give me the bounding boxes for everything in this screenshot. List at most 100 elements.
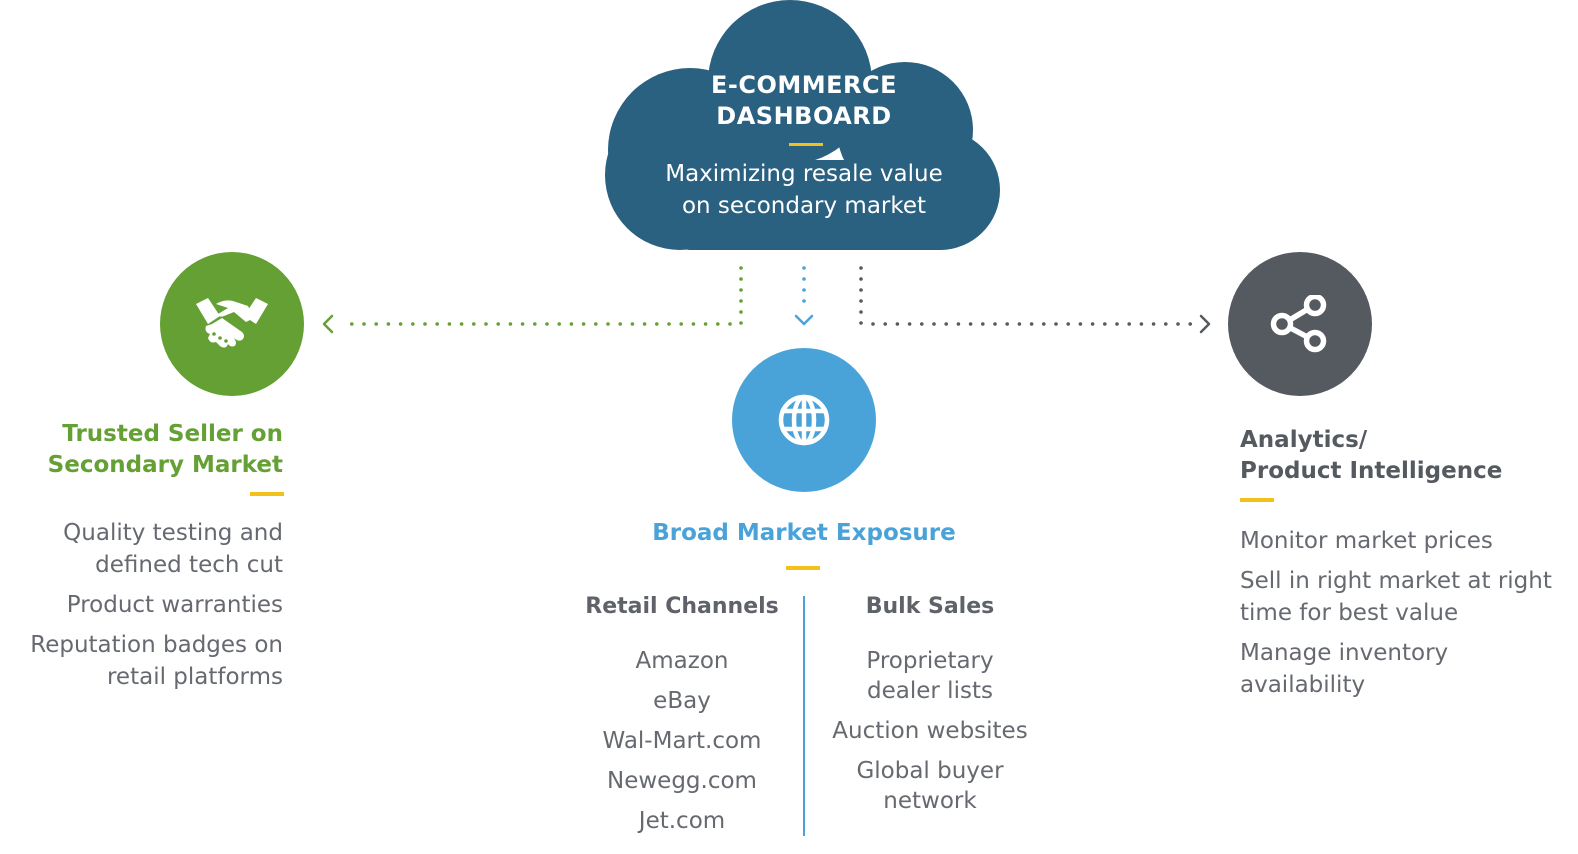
connector-dot [859,310,863,314]
connector-dot [423,322,427,326]
list-item: Amazon [635,648,729,674]
arrow-left-icon [322,314,334,334]
connector-dot [1066,322,1070,326]
connector-dot [871,322,875,326]
connector-dot [932,322,936,326]
analytics-list: Monitor market prices Sell in right mark… [1240,525,1576,709]
market-exposure-heading: Broad Market Exposure [652,520,956,546]
cloud-title-line-2: DASHBOARD [716,102,892,130]
connector-dot [859,277,863,281]
connector-dot [350,322,354,326]
connector-dot [667,322,671,326]
cloud-title-underline [789,143,823,146]
analytics-circle [1228,252,1372,396]
connector-dot [606,322,610,326]
arrow-down-icon [794,314,814,326]
connector-dot [802,288,806,292]
list-item: Product warranties [66,592,283,618]
cloud-title: E-COMMERCE DASHBOARD [654,70,954,132]
trusted-seller-heading: Trusted Seller on Secondary Market [48,419,283,481]
trusted-seller-circle [160,252,304,396]
connector-dot [716,322,720,326]
list-item: Manage inventory availability [1240,640,1449,698]
connector-dot [1139,322,1144,326]
connector-dot [374,322,379,326]
connector-dot [802,266,806,270]
connector-dot [1164,322,1168,326]
connector-dot [907,322,912,326]
connector-dot [703,322,708,326]
list-item: Monitor market prices [1240,528,1493,554]
list-item: Quality testing and defined tech cut [63,520,283,578]
trusted-seller-list: Quality testing and defined tech cut Pro… [30,517,283,701]
connector-dot [1078,322,1083,326]
connector-dot [1017,322,1022,326]
connector-dot [859,299,863,303]
connector-dot [679,322,683,326]
connector-dot [447,322,452,326]
analytics-heading: Analytics/ Product Intelligence [1240,425,1502,487]
connector-dot [411,322,415,326]
connector-dot [569,322,574,326]
connector-dot [508,322,513,326]
analytics-heading-line-1: Analytics/ [1240,427,1368,453]
connector-dot [1005,322,1009,326]
gray-connector [859,266,1211,334]
connector-dot [1188,322,1192,326]
connector-dot [1054,322,1058,326]
connector-dot [802,299,806,303]
trusted-seller-heading-line-1: Trusted Seller on [62,421,283,447]
cloud-shape [605,0,1000,250]
cloud-subtitle-line-2: on secondary market [681,193,927,219]
list-item: Sell in right market at right time for b… [1240,568,1552,626]
connector-dot [1090,322,1095,326]
connector-dot [728,322,732,326]
market-exposure-circle [732,348,876,492]
connector-dot [739,288,743,292]
list-item: Jet.com [638,808,726,834]
list-item: Global buyer network [856,758,1004,814]
trusted-seller-underline [250,492,284,496]
green-connector [322,266,743,334]
connector-dot [883,322,887,326]
connector-dot [594,322,598,326]
connector-dot [1029,322,1034,326]
list-item: eBay [653,688,711,714]
list-item: Wal-Mart.com [602,728,762,754]
connector-dot [435,322,440,326]
connector-dot [1127,322,1131,326]
connector-dot [642,322,647,326]
connector-dot [459,322,464,326]
connector-dot [691,322,696,326]
connector-dot [1115,322,1119,326]
connector-dot [533,322,537,326]
connector-dot [859,321,863,325]
connector-dot [981,322,985,326]
connector-dot [1151,322,1156,326]
list-item: Auction websites [832,718,1028,744]
connector-dot [739,299,743,303]
connector-dot [968,322,973,326]
handshake-icon [196,298,268,348]
connector-dot [802,277,806,281]
connector-dot [739,310,743,314]
retail-channels-heading: Retail Channels [585,594,779,619]
arrow-right-icon [1199,314,1211,334]
list-item: Proprietary dealer lists [866,648,994,704]
share-icon [1270,295,1327,353]
connector-dot [739,277,743,281]
connector-dot [944,322,948,326]
connector-dot [956,322,961,326]
connector-dot [472,322,476,326]
connector-dot [630,322,635,326]
analytics-heading-line-2: Product Intelligence [1240,458,1503,484]
list-item: Newegg.com [607,768,757,794]
connector-dot [920,322,924,326]
connector-dot [1176,322,1180,326]
connector-dot [581,322,586,326]
trusted-seller-heading-line-2: Secondary Market [47,452,283,478]
connector-dot [895,322,900,326]
list-item: Reputation badges on retail platforms [30,632,283,690]
bulk-sales-heading: Bulk Sales [865,594,995,619]
